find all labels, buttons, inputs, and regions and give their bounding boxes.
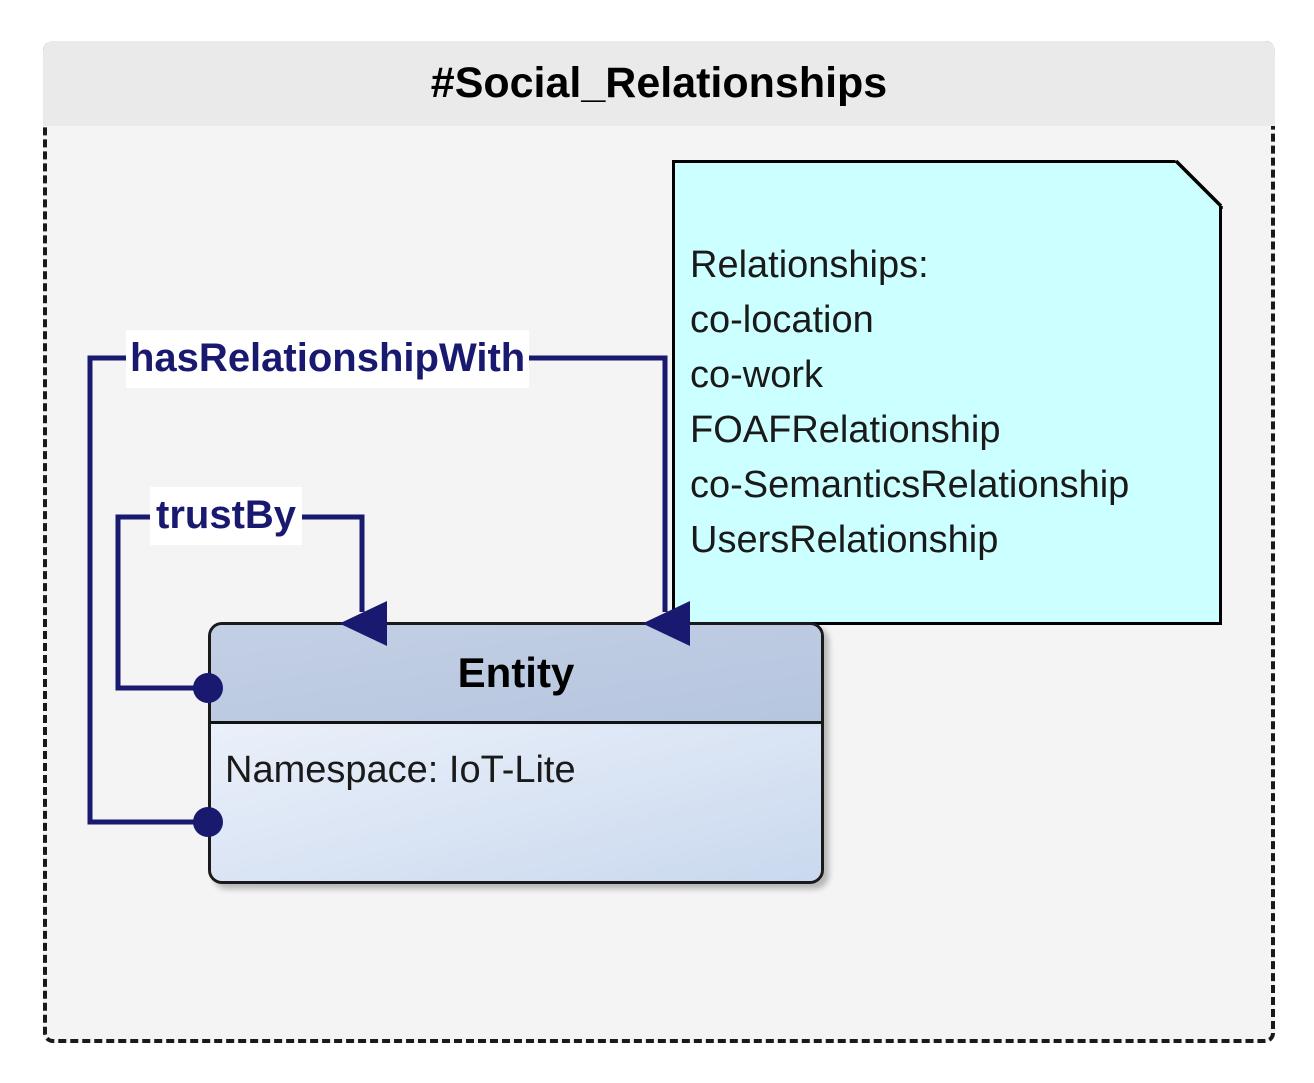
entity-header: Entity — [211, 625, 821, 724]
package-header: #Social_Relationships — [43, 41, 1275, 126]
entity-namespace-attribute: Namespace: IoT-Lite — [225, 749, 576, 791]
association-label-hasrelationshipwith: hasRelationshipWith — [126, 330, 530, 388]
note-text: Relationships: co-location co-work FOAFR… — [690, 244, 1130, 561]
entity-title: Entity — [457, 649, 575, 696]
association-label-trustby: trustBy — [150, 487, 303, 545]
page-title: #Social_Relationships — [430, 59, 888, 107]
entity-attributes-compartment: Namespace: IoT-Lite — [211, 727, 821, 881]
entity-class-box[interactable]: Entity Namespace: IoT-Lite — [208, 622, 824, 884]
relationships-note: Relationships: co-location co-work FOAFR… — [672, 160, 1223, 625]
note-body — [672, 160, 1222, 625]
